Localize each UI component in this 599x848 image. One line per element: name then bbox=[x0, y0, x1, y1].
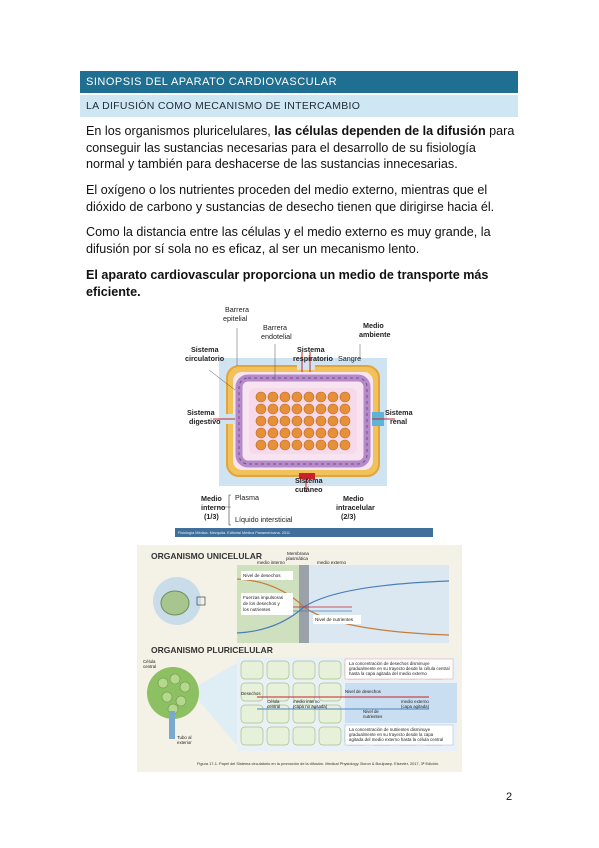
label-nivel-nutrientes-b1: Nivel de bbox=[363, 709, 379, 714]
label-medio-interno: medio interno bbox=[257, 560, 285, 565]
label-conc-desechos-1: La concentración de desechos disminuye bbox=[349, 661, 430, 666]
label-digestivo-1: Sistema bbox=[187, 408, 216, 417]
label-medio-interno-b2: (capa no agitada) bbox=[293, 704, 328, 709]
label-renal-1: Sistema bbox=[385, 408, 414, 417]
fig1-caption: Fisiología Médica. Mezquita. Editorial M… bbox=[178, 531, 290, 535]
label-sangre: Sangre bbox=[338, 354, 361, 363]
paragraph-distancia: Como la distancia entre las células y el… bbox=[86, 225, 491, 256]
exchange-arrows bbox=[213, 352, 395, 492]
label-conc-desechos-3: hasta la capa agitada del medio externo bbox=[349, 671, 427, 676]
label-celula-central-2: central bbox=[143, 664, 156, 669]
section-header: SINOPSIS DEL APARATO CARDIOVASCULAR bbox=[80, 71, 518, 93]
label-barrera-endotelial-2: endotelial bbox=[261, 332, 292, 341]
diffusion-diagram: ORGANISMO UNICELULAR Membrana plasmática… bbox=[137, 545, 462, 772]
label-conc-nutrientes-3: agitada del medio externo hasta la célul… bbox=[349, 737, 443, 742]
label-plasma: Plasma bbox=[235, 493, 259, 502]
bracket bbox=[228, 494, 231, 526]
desechos-curve bbox=[236, 578, 450, 636]
label-medio-externo-b2: (capa agitada) bbox=[401, 704, 430, 709]
label-membrana-2: plasmática bbox=[286, 556, 308, 561]
vaso-flujo bbox=[238, 377, 368, 465]
label-circulatorio-1: Sistema bbox=[191, 345, 220, 354]
label-barrera-epitelial-1: Barrera bbox=[225, 305, 249, 314]
page-number: 2 bbox=[506, 791, 513, 803]
label-tubo-2: exterior bbox=[177, 740, 192, 745]
label-medio-ambiente-2: ambiente bbox=[359, 330, 391, 339]
label-barrera-endotelial-1: Barrera bbox=[263, 323, 287, 332]
label-conc-nutrientes-2: gradualmente en su trayecto desde la cap… bbox=[349, 732, 434, 737]
label-medio-interno-1: Medio bbox=[201, 494, 222, 503]
label-nivel-desechos-b: Nivel de desechos bbox=[345, 689, 382, 694]
pluricelular-cells bbox=[157, 673, 191, 715]
medio-externo-capa bbox=[345, 683, 457, 723]
label-medio-interno-b1: medio interno bbox=[293, 699, 320, 704]
cutaneous-opening bbox=[299, 473, 315, 479]
paragraph-difusion: En los organismos pluricelulares, las cé… bbox=[86, 123, 516, 173]
label-nivel-nutrientes: Nivel de nutrientes bbox=[315, 617, 354, 622]
label-desechos: Desechos bbox=[241, 691, 261, 696]
respiratory-opening bbox=[297, 360, 315, 370]
p1-text-b: para conseguir las sustancias necesarias… bbox=[86, 124, 515, 171]
label-respiratorio-2: respiratorio bbox=[293, 354, 334, 363]
label-medio-ambiente-1: Medio bbox=[363, 321, 384, 330]
unicelular-cell bbox=[160, 590, 190, 616]
exterior-panel bbox=[309, 565, 449, 643]
label-fuerzas-3: los nutrientes bbox=[243, 607, 271, 612]
fig2-top-labels: Membrana plasmática medio interno medio … bbox=[243, 551, 354, 622]
label-cutaneo-2: cutáneo bbox=[295, 485, 323, 494]
label-conc-desechos-2: gradualmente en su trayecto desde la cél… bbox=[349, 666, 450, 671]
subsection-header: LA DIFUSIÓN COMO MECANISMO DE INTERCAMBI… bbox=[80, 95, 518, 117]
nutrientes-curve bbox=[236, 580, 450, 634]
fig2-caption: Figura 17-1. Papel del Sistema circulato… bbox=[197, 761, 439, 766]
label-intracelular-3: (2/3) bbox=[341, 512, 356, 521]
label-circulatorio-2: circulatorio bbox=[185, 354, 225, 363]
zoom-box bbox=[196, 596, 206, 606]
cell-cluster bbox=[255, 391, 351, 451]
conc-nutrientes-box bbox=[344, 724, 454, 746]
label-celula-central-1: Célula bbox=[143, 659, 156, 664]
membrane-strip bbox=[299, 565, 309, 643]
fig1-caption-bar bbox=[175, 528, 433, 537]
label-nivel-nutrientes-b2: nutrientes bbox=[363, 714, 383, 719]
p1-bold: las células dependen de la difusión bbox=[274, 124, 486, 138]
label-respiratorio-1: Sistema bbox=[297, 345, 326, 354]
paragraph-aparato: El aparato cardiovascular proporciona un… bbox=[86, 268, 489, 299]
fig2-bottom-labels: Célula central Desechos Célula central m… bbox=[143, 659, 450, 745]
label-fuerzas-2: de los desechos y bbox=[243, 601, 280, 606]
label-conc-nutrientes-1: La concentración de nutrientes disminuye bbox=[349, 727, 431, 732]
pluricelular-title: ORGANISMO PLURICELULAR bbox=[151, 645, 273, 655]
label-intracelular-1: Medio bbox=[343, 494, 364, 503]
nivel-desechos-box bbox=[241, 571, 293, 580]
label-celula-central-b2: central bbox=[267, 704, 280, 709]
cardiovascular-diagram: Barrera epitelial Barrera endotelial Med… bbox=[175, 305, 433, 537]
medio-intracelular-area bbox=[249, 388, 357, 454]
label-membrana-1: Membrana bbox=[287, 551, 309, 556]
label-celula-central-b1: Célula bbox=[267, 699, 280, 704]
unicelular-title: ORGANISMO UNICELULAR bbox=[151, 551, 262, 561]
conc-desechos-box bbox=[344, 658, 454, 680]
label-medio-externo: medio externo bbox=[317, 560, 347, 565]
label-tubo-1: Tubo al bbox=[177, 735, 192, 740]
label-fuerzas-1: Fuerzas impulsoras bbox=[243, 595, 284, 600]
label-liquido-intersticial: Líquido intersticial bbox=[235, 515, 293, 524]
paragraph-oxigeno: El oxígeno o los nutrientes proceden del… bbox=[86, 183, 495, 214]
fuerzas-box bbox=[241, 593, 293, 615]
zoom-cone bbox=[199, 663, 237, 745]
nivel-nutrientes-box bbox=[313, 615, 361, 624]
tubo-exterior bbox=[169, 711, 175, 739]
leader-lines bbox=[208, 328, 361, 508]
p1-text-a: En los organismos pluricelulares, bbox=[86, 124, 275, 138]
label-medio-externo-b1: medio externo bbox=[401, 699, 429, 704]
label-barrera-epitelial-2: epitelial bbox=[223, 314, 248, 323]
label-intracelular-2: intracelular bbox=[336, 503, 375, 512]
label-renal-2: renal bbox=[390, 417, 407, 426]
label-medio-interno-2: interno bbox=[201, 503, 226, 512]
label-nivel-desechos: Nivel de desechos bbox=[243, 573, 281, 578]
fig1-labels: Barrera epitelial Barrera endotelial Med… bbox=[185, 305, 414, 524]
label-digestivo-2: digestivo bbox=[189, 417, 221, 426]
label-cutaneo-1: Sistema bbox=[295, 476, 324, 485]
label-medio-interno-3: (1/3) bbox=[204, 512, 219, 521]
